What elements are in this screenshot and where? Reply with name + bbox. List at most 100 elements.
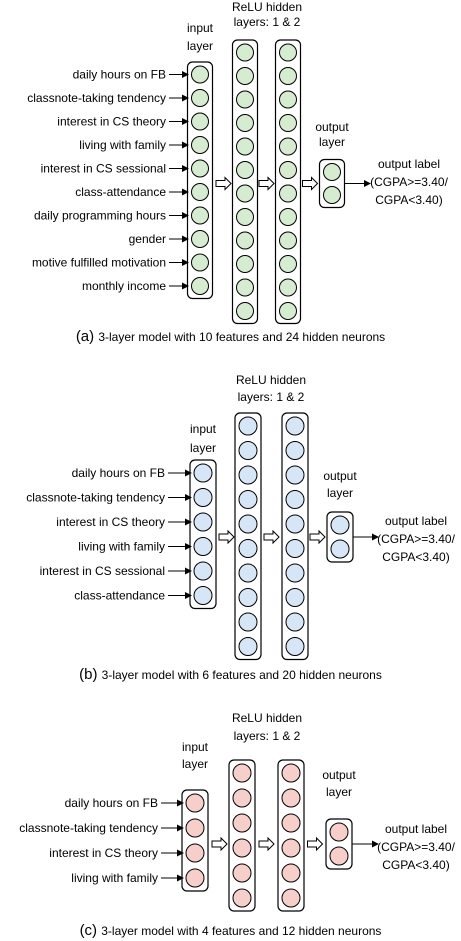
input-layer-neuron bbox=[193, 586, 213, 605]
hidden-layer-2-neuron bbox=[279, 137, 297, 156]
input-layer-neuron bbox=[191, 253, 209, 272]
hidden-layer-1-neuron bbox=[236, 255, 254, 273]
hidden-layer-1-neuron bbox=[236, 231, 254, 250]
output-layer-title: layer bbox=[327, 486, 353, 500]
hidden-layer-2-neuron bbox=[279, 114, 297, 132]
hidden-layer-2-neuron bbox=[281, 788, 301, 808]
hidden-layer-1-neuron bbox=[238, 637, 258, 656]
input-layer-neuron bbox=[193, 561, 213, 581]
input-layer-title: input bbox=[182, 740, 209, 754]
output-label: output label bbox=[385, 514, 447, 528]
hidden-layer-2-neuron bbox=[279, 43, 297, 62]
feature-label: monthly income bbox=[82, 279, 166, 293]
feature-label: interest in CS sessional bbox=[41, 162, 166, 176]
hidden-layer-title: ReLU hidden bbox=[232, 711, 302, 725]
output-label: CGPA<3.40) bbox=[382, 858, 449, 872]
feature-label: interest in CS theory bbox=[49, 846, 158, 860]
hidden-layer-1-neuron bbox=[236, 161, 254, 179]
feature-label: interest in CS theory bbox=[56, 515, 165, 529]
layer-transition-arrow bbox=[302, 176, 319, 191]
panel-caption: (b) 3-layer model with 6 features and 20… bbox=[79, 666, 382, 683]
hidden-layer-1-neuron bbox=[236, 184, 254, 203]
feature-label: living with family bbox=[78, 540, 165, 554]
hidden-layer-2-box bbox=[274, 39, 302, 325]
feature-label: interest in CS theory bbox=[57, 115, 166, 129]
output-layer-neuron bbox=[330, 539, 350, 559]
hidden-layer-2-neuron bbox=[281, 813, 301, 833]
hidden-layer-2-neuron bbox=[279, 90, 297, 109]
output-layer-title: output bbox=[323, 469, 357, 483]
hidden-layer-1-neuron bbox=[238, 490, 258, 509]
hidden-layer-2-neuron bbox=[285, 441, 305, 460]
output-layer-neuron bbox=[329, 822, 349, 842]
hidden-layer-1-neuron bbox=[236, 114, 254, 132]
hidden-layer-1-neuron bbox=[232, 888, 252, 908]
feature-label: daily hours on FB bbox=[72, 466, 165, 480]
feature-label: living with family bbox=[79, 138, 166, 152]
hidden-layer-2-neuron bbox=[279, 67, 297, 85]
output-label: CGPA<3.40) bbox=[375, 193, 442, 207]
output-layer-title: output bbox=[322, 768, 356, 782]
hidden-layer-1-neuron bbox=[238, 416, 258, 436]
input-layer-neuron bbox=[191, 89, 209, 107]
hidden-layer-title: ReLU hidden bbox=[236, 373, 306, 387]
hidden-layer-2-neuron bbox=[281, 838, 301, 858]
output-label: CGPA<3.40) bbox=[382, 550, 449, 564]
hidden-layer-1-neuron bbox=[236, 208, 254, 226]
layer-transition-arrow bbox=[215, 176, 232, 191]
hidden-layer-1-neuron bbox=[238, 465, 258, 485]
hidden-layer-1-neuron bbox=[238, 588, 258, 607]
output-label: output label bbox=[385, 822, 447, 836]
hidden-layer-2-neuron bbox=[281, 888, 301, 908]
hidden-layer-1-box bbox=[228, 759, 256, 912]
hidden-layer-2-neuron bbox=[279, 161, 297, 179]
input-layer-neuron bbox=[193, 537, 213, 556]
hidden-layer-2-neuron bbox=[279, 255, 297, 273]
feature-label: classnote-taking tendency bbox=[27, 91, 166, 105]
feature-label: class-attendance bbox=[75, 185, 166, 199]
output-layer-title: output bbox=[315, 120, 349, 134]
input-layer-title: layer bbox=[187, 39, 213, 53]
feature-label: gender bbox=[129, 232, 166, 246]
hidden-layer-2-neuron bbox=[279, 302, 297, 320]
feature-label: classnote-taking tendency bbox=[26, 491, 165, 505]
hidden-layer-1-neuron bbox=[236, 43, 254, 62]
input-layer-neuron bbox=[191, 206, 209, 225]
feature-label: daily hours on FB bbox=[65, 796, 158, 810]
hidden-layer-1-neuron bbox=[236, 90, 254, 109]
output-layer-title: layer bbox=[326, 785, 352, 799]
feature-label: classnote-taking tendency bbox=[19, 821, 158, 835]
output-layer-title: layer bbox=[319, 135, 345, 149]
feature-label: daily programming hours bbox=[34, 209, 166, 223]
output-label: (CGPA>=3.40/ bbox=[377, 532, 455, 546]
panel-caption: (c) 3-layer model with 4 features and 12… bbox=[80, 922, 382, 939]
hidden-layer-2-neuron bbox=[285, 514, 305, 534]
input-layer-neuron bbox=[191, 136, 209, 154]
hidden-layer-2-neuron bbox=[285, 612, 305, 632]
input-layer-neuron bbox=[191, 112, 209, 131]
hidden-layer-1-neuron bbox=[236, 302, 254, 320]
hidden-layer-1-neuron bbox=[232, 863, 252, 883]
hidden-layer-1-neuron bbox=[232, 838, 252, 858]
hidden-layer-1-neuron bbox=[238, 612, 258, 632]
input-layer-neuron bbox=[191, 277, 209, 295]
output-layer-neuron bbox=[323, 186, 341, 204]
hidden-layer-2-neuron bbox=[285, 563, 305, 583]
hidden-layer-1-neuron bbox=[236, 278, 254, 297]
input-layer-neuron bbox=[191, 159, 209, 178]
input-layer-neuron bbox=[191, 65, 209, 84]
layer-transition-arrow bbox=[263, 529, 280, 545]
input-layer-title: layer bbox=[182, 757, 208, 771]
hidden-layer-2-neuron bbox=[279, 208, 297, 226]
hidden-layer-1-neuron bbox=[236, 67, 254, 85]
hidden-layer-2-neuron bbox=[279, 231, 297, 250]
feature-label: class-attendance bbox=[74, 589, 165, 603]
hidden-layer-1-neuron bbox=[236, 137, 254, 156]
hidden-layer-1-neuron bbox=[232, 763, 252, 783]
panel-caption: (a) 3-layer model with 10 features and 2… bbox=[76, 328, 385, 345]
hidden-layer-1-neuron bbox=[238, 441, 258, 460]
